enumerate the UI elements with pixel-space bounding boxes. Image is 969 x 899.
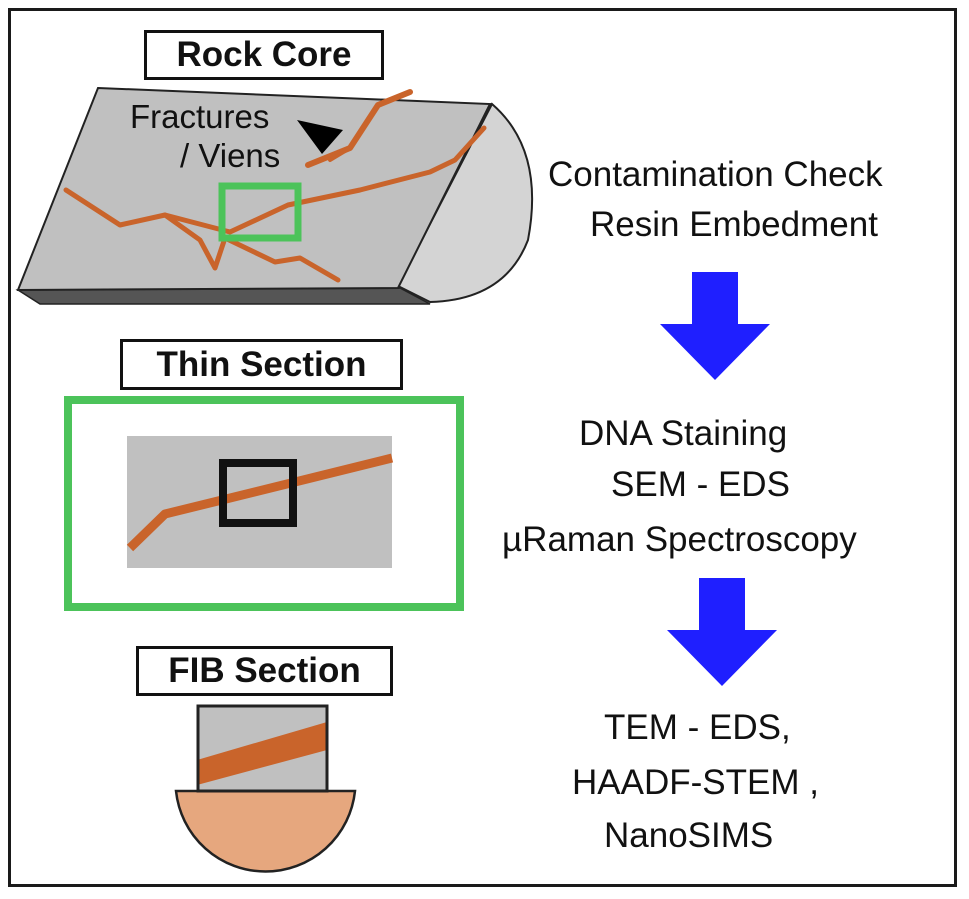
step2-line3: µRaman Spectroscopy — [502, 520, 857, 559]
figure-frame — [8, 8, 957, 887]
thin-section-label: Thin Section — [120, 339, 403, 390]
vein-upper — [305, 89, 413, 168]
vein-fork — [328, 146, 352, 162]
step1-line1: Contamination Check — [548, 155, 883, 194]
step1-line2: Resin Embedment — [590, 205, 878, 244]
fractures-label-line1: Fractures — [130, 98, 270, 135]
flow-arrow-1 — [660, 272, 770, 380]
step2-line1: DNA Staining — [579, 414, 788, 453]
fib-vein-band — [197, 722, 327, 785]
step3-line3: NanoSIMS — [604, 816, 774, 855]
step2-line2: SEM - EDS — [611, 465, 790, 504]
fractures-pointer-arrow — [297, 120, 343, 154]
thin-section-slide — [127, 436, 392, 568]
rock-core-end-face — [396, 102, 534, 304]
thin-section-selection-box — [219, 459, 297, 527]
step3-line2: HAADF-STEM , — [572, 763, 819, 802]
rock-core-illustration — [15, 86, 534, 305]
rock-core-selection-box — [218, 182, 302, 242]
fib-section-illustration — [174, 704, 357, 873]
flow-arrow-2 — [667, 578, 777, 686]
fractures-label-line2: / Viens — [180, 137, 281, 174]
thin-section-illustration — [64, 396, 464, 611]
fib-base-mount — [174, 789, 357, 873]
fracture-veins — [63, 89, 487, 283]
fib-section-label: FIB Section — [136, 646, 393, 696]
thin-section-vein — [126, 453, 394, 552]
vein-main — [63, 125, 487, 235]
rock-core-label: Rock Core — [144, 30, 384, 80]
step3-line1: TEM - EDS, — [604, 708, 791, 747]
